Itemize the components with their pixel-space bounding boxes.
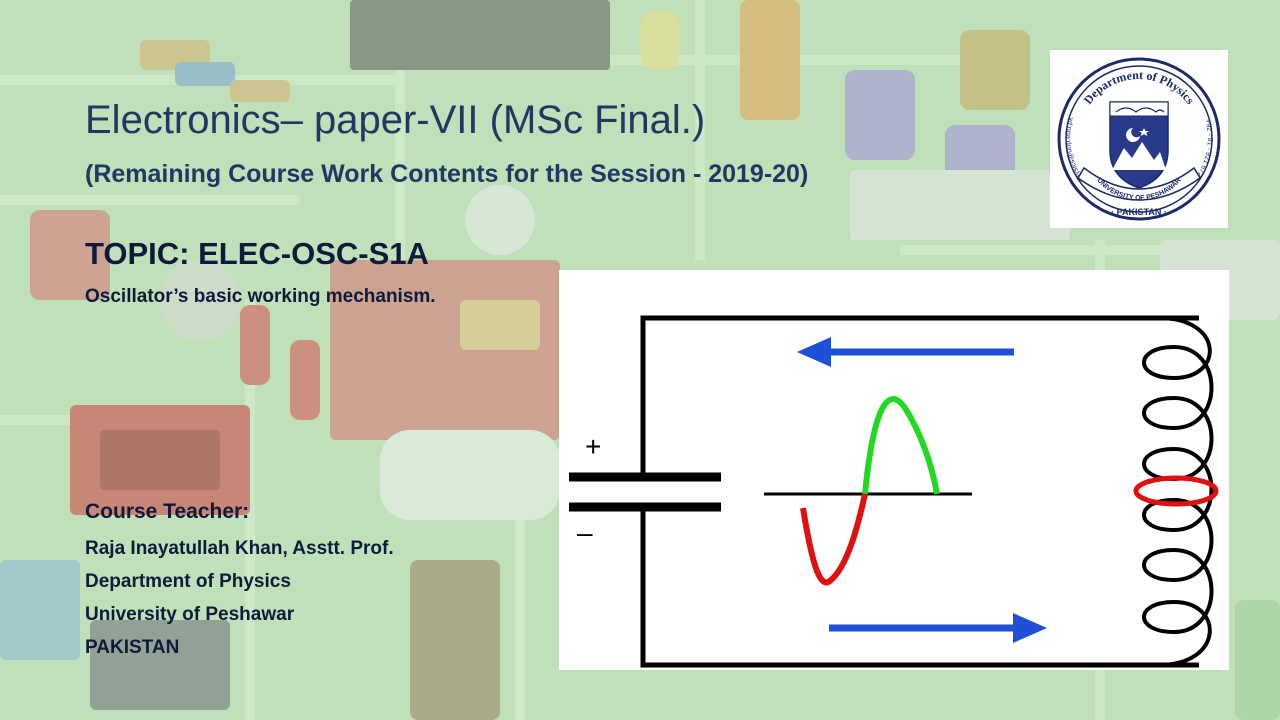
minus-label: – [577, 517, 593, 548]
red-wave-half [800, 493, 868, 586]
teacher-country: PAKISTAN [85, 637, 180, 658]
teacher-department: Department of Physics [85, 571, 291, 592]
circuit-diagram: + – [569, 315, 1219, 668]
red-ring-icon [1133, 475, 1219, 507]
top-wire [640, 315, 1199, 474]
lc-oscillator-diagram: + – [559, 270, 1229, 670]
inductor-coil-icon [1142, 316, 1214, 667]
teacher-name: Raja Inayatullah Khan, Asstt. Prof. [85, 538, 394, 559]
course-teacher-block: Course Teacher: Raja Inayatullah Khan, A… [85, 500, 394, 664]
slide-subtitle: (Remaining Course Work Contents for the … [85, 160, 809, 188]
teacher-heading: Course Teacher: [85, 500, 250, 523]
seal-icon: Department of Physics physics@uop.edu.pk… [1057, 57, 1221, 221]
topic-heading: TOPIC: ELEC-OSC-S1A [85, 236, 429, 271]
slide-title: Electronics– paper-VII (MSc Final.) [85, 98, 706, 142]
topic-description: Oscillator’s basic working mechanism. [85, 286, 436, 307]
right-arrow-icon [1013, 613, 1047, 643]
bottom-wire [640, 506, 1199, 668]
teacher-university: University of Peshawar [85, 604, 295, 625]
logo-bottom-text: · PAKISTAN · [1111, 207, 1167, 217]
department-logo: Department of Physics physics@uop.edu.pk… [1050, 50, 1228, 228]
left-arrow-icon [797, 337, 831, 367]
plus-label: + [585, 431, 601, 462]
green-wave-half [862, 396, 940, 495]
